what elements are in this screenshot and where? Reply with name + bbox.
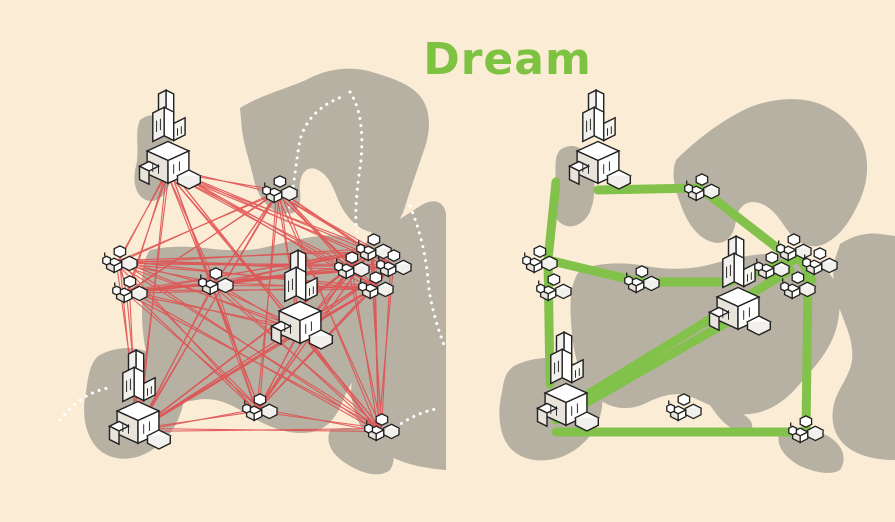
mesh-line bbox=[139, 427, 379, 433]
mesh-line bbox=[169, 167, 391, 269]
mesh-line bbox=[139, 289, 373, 429]
mesh-line bbox=[256, 286, 376, 412]
mesh-line bbox=[116, 262, 302, 330]
mesh-line bbox=[129, 288, 373, 292]
mesh-line bbox=[139, 267, 391, 429]
mesh-line bbox=[116, 168, 170, 264]
house-cluster-icon bbox=[536, 273, 572, 302]
mesh-line bbox=[259, 407, 379, 433]
mesh-line bbox=[126, 292, 302, 330]
mesh-line bbox=[139, 285, 213, 429]
mesh-line bbox=[374, 286, 380, 432]
mesh-line bbox=[214, 282, 258, 412]
mesh-line bbox=[169, 168, 379, 432]
mesh-line bbox=[139, 193, 277, 429]
mesh-line bbox=[125, 168, 171, 294]
mesh-line bbox=[126, 190, 280, 294]
mesh-line bbox=[212, 190, 280, 286]
diagram-title: Dream bbox=[423, 34, 592, 85]
mesh-line bbox=[129, 290, 257, 412]
mesh-line bbox=[116, 189, 280, 265]
mesh-line bbox=[129, 290, 379, 432]
skyscraper-cluster-icon bbox=[568, 89, 632, 190]
mesh-line bbox=[169, 167, 371, 253]
mesh-line bbox=[255, 190, 281, 412]
mesh-line bbox=[119, 250, 371, 262]
mesh-line bbox=[350, 266, 380, 432]
mesh-line bbox=[139, 251, 371, 429]
mesh-line bbox=[119, 259, 373, 291]
mesh-line bbox=[215, 282, 379, 432]
